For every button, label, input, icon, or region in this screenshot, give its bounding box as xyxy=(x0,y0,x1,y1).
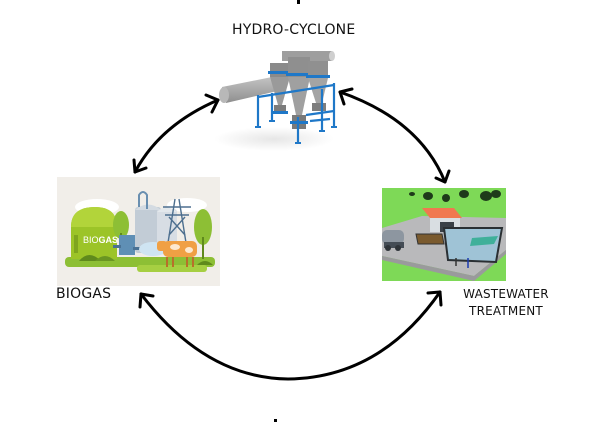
arrow-biogas-hydrocyclone xyxy=(133,98,220,174)
biogas-plant-illustration: BIOGAS xyxy=(65,191,215,272)
biogas-tank-text: BIOGAS xyxy=(83,235,118,245)
arrow-biogas-wastewater xyxy=(139,290,442,381)
top-mark xyxy=(297,0,300,4)
arrow-hydrocyclone-wastewater xyxy=(338,90,447,184)
wastewater-label-line1: WASTEWATER xyxy=(463,287,549,301)
arrowhead-biogas-end-2 xyxy=(138,292,155,309)
hydro-cyclone-label: HYDRO-CYCLONE xyxy=(232,22,356,38)
arrowhead-hydrocyclone-end-2 xyxy=(338,87,354,106)
wastewater-image xyxy=(382,188,506,281)
wastewater-label: WASTEWATER TREATMENT xyxy=(458,286,554,320)
hydro-cyclone-illustration xyxy=(214,51,337,151)
arrowhead-hydrocyclone-end xyxy=(204,93,220,114)
biogas-label: BIOGAS xyxy=(56,286,112,302)
bottom-mark xyxy=(274,419,277,422)
wastewater-label-line2: TREATMENT xyxy=(469,304,543,318)
biogas-image: BIOGAS xyxy=(57,177,220,286)
hydro-cyclone-image xyxy=(212,47,338,151)
arrowhead-biogas-end xyxy=(132,158,148,174)
wastewater-treatment-plant-illustration xyxy=(382,190,506,281)
arrowhead-wastewater-end-2 xyxy=(426,290,443,307)
arrowhead-wastewater-end xyxy=(434,169,451,184)
